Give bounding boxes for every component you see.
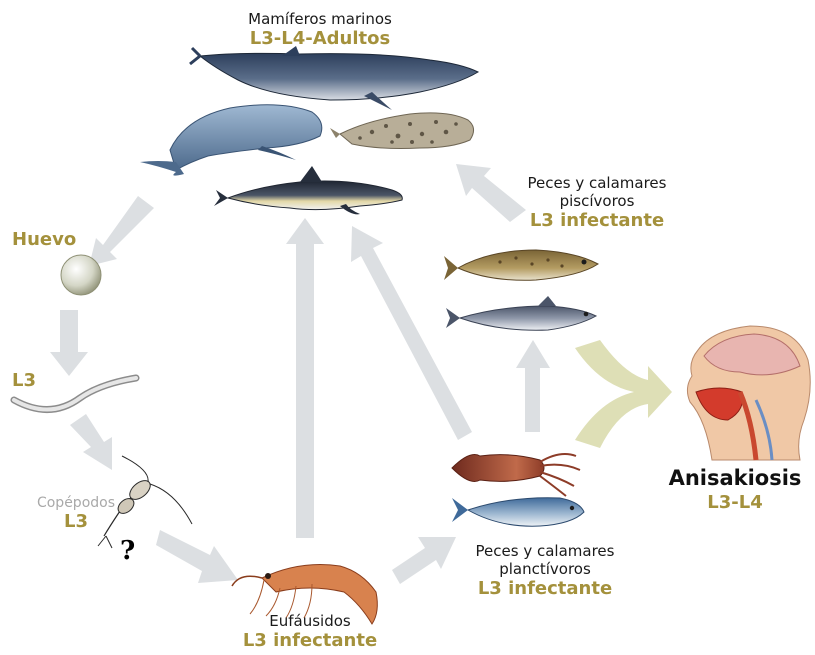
egg-stage: Huevo bbox=[12, 229, 76, 250]
fin-whale-illustration bbox=[190, 46, 478, 110]
euphausiids-name: Eufáusidos bbox=[240, 612, 380, 630]
piscivores-name-line2: piscívoros bbox=[512, 192, 682, 210]
squid-illustration bbox=[452, 454, 580, 496]
piscivores-name-line1: Peces y calamares bbox=[512, 174, 682, 192]
mammals-stage: L3-L4-Adultos bbox=[230, 28, 410, 49]
herring-illustration bbox=[452, 498, 584, 526]
arrow-fish-to-human bbox=[575, 340, 672, 448]
planktivores-stage: L3 infectante bbox=[460, 578, 630, 599]
arrow-planktivores-to-piscivores bbox=[516, 340, 550, 432]
euphausiids-stage: L3 infectante bbox=[225, 630, 395, 651]
arrow-mammals-to-egg bbox=[89, 196, 154, 266]
human-stage: L3-L4 bbox=[660, 492, 810, 513]
egg-illustration bbox=[61, 255, 101, 295]
arrow-copepod-to-euphausiid bbox=[156, 530, 238, 583]
arrow-larva-to-copepod bbox=[70, 414, 112, 470]
planktivores-name-line2: planctívoros bbox=[460, 560, 630, 578]
piscivores-stage: L3 infectante bbox=[512, 210, 682, 231]
planktivores-name-line1: Peces y calamares bbox=[460, 542, 630, 560]
human-disease-name: Anisakiosis bbox=[660, 466, 810, 490]
dolphin-illustration bbox=[214, 166, 402, 214]
seal-illustration bbox=[330, 113, 474, 149]
arrow-egg-to-larva bbox=[50, 310, 88, 376]
arrow-euphausiid-to-mammals bbox=[286, 218, 324, 538]
arrow-planktivores-to-mammals bbox=[351, 226, 472, 440]
copepods-uncertain-mark: ? bbox=[120, 536, 135, 566]
copepods-stage: L3 bbox=[36, 511, 116, 532]
cod-illustration bbox=[444, 250, 598, 280]
sperm-whale-illustration bbox=[140, 105, 322, 176]
mammals-name: Mamíferos marinos bbox=[230, 10, 410, 28]
hake-illustration bbox=[446, 296, 596, 330]
larva-stage: L3 bbox=[12, 370, 36, 391]
human-head-illustration bbox=[687, 326, 810, 460]
copepods-name: Copépodos bbox=[36, 495, 116, 511]
arrow-euphausiid-to-planktivores bbox=[392, 537, 456, 584]
